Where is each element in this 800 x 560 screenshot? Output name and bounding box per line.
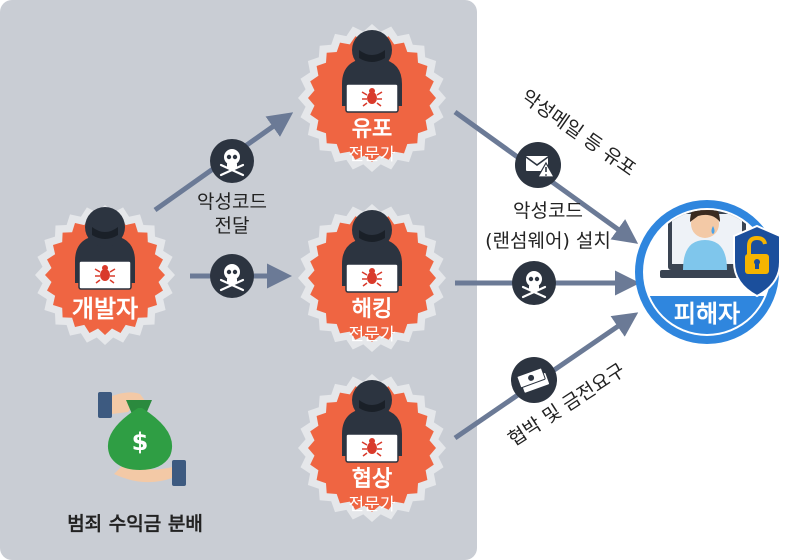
money-icon: [511, 357, 557, 403]
svg-text:$: $: [132, 428, 149, 456]
negotiator-node-title: 협상: [352, 467, 392, 492]
victim-node: 피해자: [635, 200, 779, 344]
skull-icon: [208, 137, 256, 185]
distributor-node-title: 유포: [352, 117, 392, 142]
padlock-icon: [733, 224, 781, 298]
distributor-node-subtitle: 전문가: [349, 145, 396, 165]
hacker-node-title: 해킹: [352, 297, 392, 322]
developer-node-title: 개발자: [72, 295, 138, 323]
label-malware-delivery-2: 전달: [215, 215, 250, 237]
label-malware-delivery-1: 악성코드: [197, 191, 267, 213]
skull-icon: [510, 259, 558, 307]
label-ransomware-2: (랜섬웨어) 설치: [485, 230, 611, 252]
money-bag-icon: $: [98, 392, 186, 486]
developer-node: 개발자: [35, 205, 175, 345]
label-ransomware-1: 악성코드: [513, 200, 583, 222]
victim-title: 피해자: [674, 300, 740, 328]
skull-icon: [208, 252, 256, 300]
negotiator-node-subtitle: 전문가: [349, 495, 396, 515]
envelope-warning-icon: [515, 142, 561, 188]
hacker-node-subtitle: 전문가: [349, 325, 396, 345]
label-profit-share: 범죄 수익금 분배: [67, 513, 203, 535]
